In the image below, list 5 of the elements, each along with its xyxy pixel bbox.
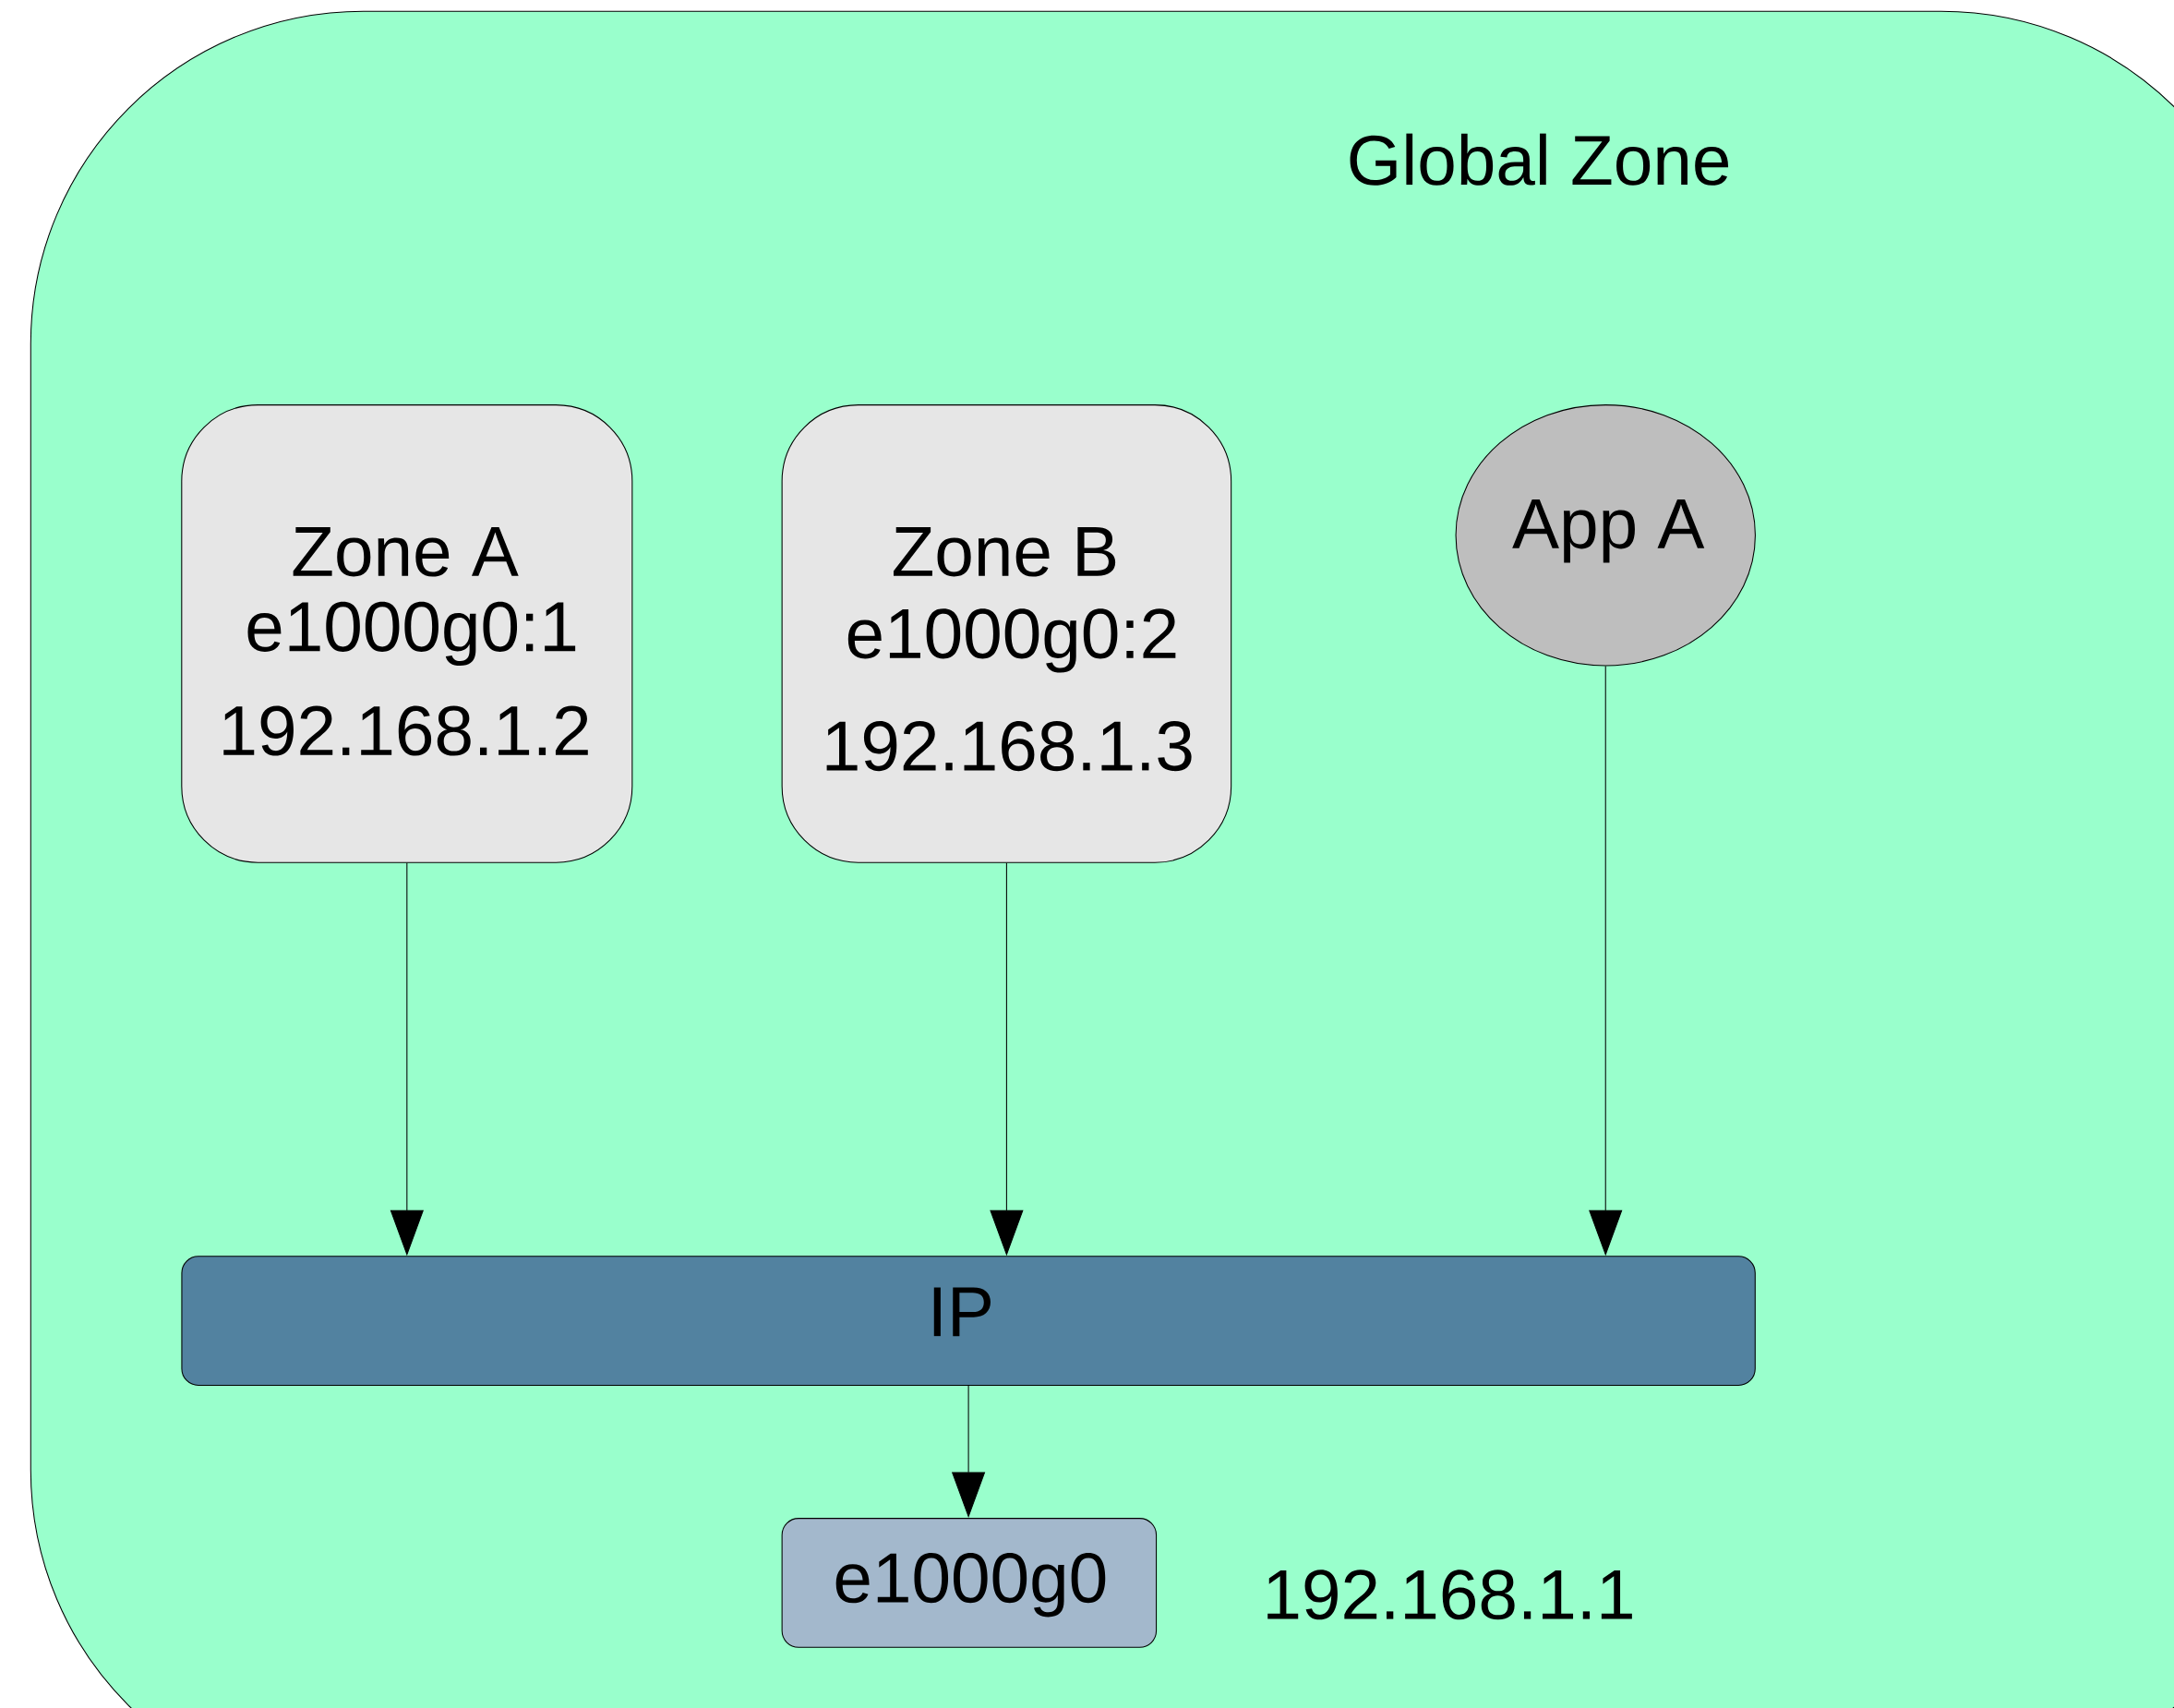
zone-box: Zone A e1000g0:1 192.168.1.2 [181, 403, 633, 863]
interface-box: e1000g0 [781, 1517, 1158, 1648]
ip-bar: IP [181, 1256, 1756, 1386]
address-label: 192.168.1.1 [1267, 1569, 1632, 1620]
zone-box: Zone B e1000g0:2 192.168.1.3 [781, 403, 1232, 863]
